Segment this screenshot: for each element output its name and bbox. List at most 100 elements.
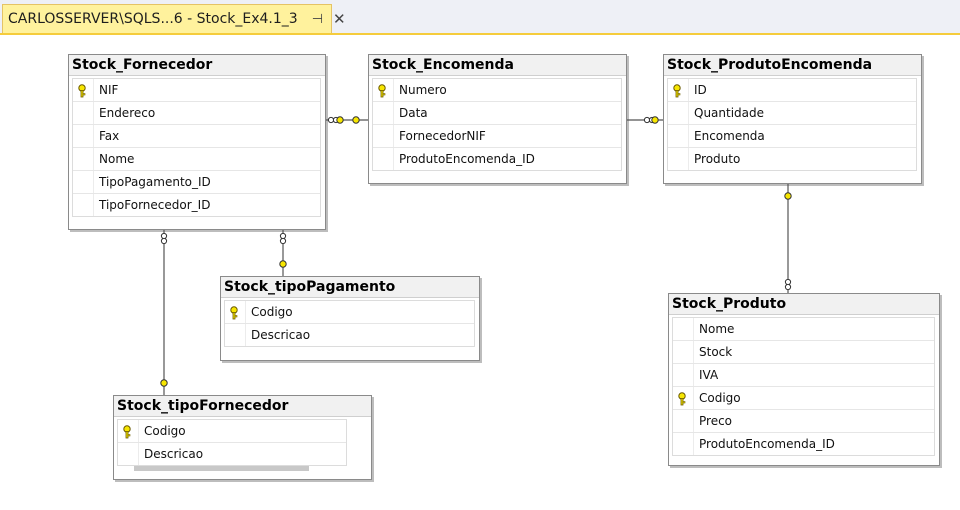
column-name: Nome — [99, 152, 135, 166]
column-row[interactable]: TipoFornecedor_ID — [73, 194, 320, 216]
column-name: Preco — [699, 414, 733, 428]
row-selector[interactable] — [668, 102, 689, 124]
column-row[interactable]: Codigo — [118, 420, 346, 443]
column-row[interactable]: ProdutoEncomenda_ID — [673, 433, 934, 455]
column-row[interactable]: Produto — [668, 148, 916, 170]
table-title: Stock_Fornecedor — [69, 55, 325, 76]
column-row[interactable]: Preco — [673, 410, 934, 433]
column-row[interactable]: Codigo — [673, 387, 934, 410]
row-selector[interactable] — [73, 102, 94, 124]
primary-key-icon — [377, 83, 387, 98]
column-name: TipoPagamento_ID — [99, 175, 211, 189]
row-selector[interactable] — [673, 341, 694, 363]
document-tab-title: CARLOSSERVER\SQLS...6 - Stock_Ex4.1_3 — [8, 11, 298, 27]
row-selector[interactable] — [673, 410, 694, 432]
row-selector[interactable] — [373, 79, 394, 101]
column-name: Descricao — [251, 328, 311, 342]
row-selector[interactable] — [225, 301, 246, 323]
row-selector[interactable] — [73, 79, 94, 101]
column-name: Codigo — [144, 424, 186, 438]
pin-icon[interactable]: ⊣ — [311, 11, 324, 27]
column-row[interactable]: Descricao — [225, 324, 474, 346]
column-name: Fax — [99, 129, 120, 143]
column-row[interactable]: Quantidade — [668, 102, 916, 125]
row-selector[interactable] — [373, 148, 394, 170]
row-selector[interactable] — [73, 125, 94, 147]
column-row[interactable]: IVA — [673, 364, 934, 387]
column-name: Data — [399, 106, 428, 120]
column-name: Numero — [399, 83, 447, 97]
row-selector[interactable] — [73, 148, 94, 170]
column-name: Codigo — [699, 391, 741, 405]
column-name: Codigo — [251, 305, 293, 319]
primary-key-icon — [229, 305, 239, 320]
column-row[interactable]: Fax — [73, 125, 320, 148]
column-name: Descricao — [144, 447, 204, 461]
primary-key-icon — [677, 391, 687, 406]
row-selector[interactable] — [373, 102, 394, 124]
column-name: Stock — [699, 345, 733, 359]
column-name: TipoFornecedor_ID — [99, 198, 211, 212]
column-name: Endereco — [99, 106, 156, 120]
table-title: Stock_ProdutoEncomenda — [664, 55, 921, 76]
table-title: Stock_tipoFornecedor — [114, 396, 371, 417]
column-row[interactable]: Nome — [673, 318, 934, 341]
document-tab[interactable]: CARLOSSERVER\SQLS...6 - Stock_Ex4.1_3 ⊣ … — [2, 4, 346, 33]
row-selector[interactable] — [73, 171, 94, 193]
row-selector[interactable] — [668, 79, 689, 101]
column-row[interactable]: ProdutoEncomenda_ID — [373, 148, 621, 170]
row-selector[interactable] — [118, 420, 139, 442]
table-title: Stock_tipoPagamento — [221, 277, 479, 298]
primary-key-icon — [77, 83, 87, 98]
row-selector[interactable] — [673, 364, 694, 386]
column-row[interactable]: Stock — [673, 341, 934, 364]
column-name: NIF — [99, 83, 119, 97]
horizontal-scrollbar[interactable] — [134, 466, 309, 471]
column-name: Nome — [699, 322, 735, 336]
column-row[interactable]: Descricao — [118, 443, 346, 465]
row-selector[interactable] — [668, 125, 689, 147]
column-row[interactable]: TipoPagamento_ID — [73, 171, 320, 194]
column-row[interactable]: Endereco — [73, 102, 320, 125]
row-selector[interactable] — [225, 324, 246, 346]
row-selector[interactable] — [673, 433, 694, 455]
column-row[interactable]: ID — [668, 79, 916, 102]
column-row[interactable]: Numero — [373, 79, 621, 102]
column-name: IVA — [699, 368, 719, 382]
row-selector[interactable] — [668, 148, 689, 170]
column-row[interactable]: Encomenda — [668, 125, 916, 148]
row-selector[interactable] — [118, 443, 139, 465]
row-selector[interactable] — [73, 194, 94, 216]
column-name: Encomenda — [694, 129, 765, 143]
table-title: Stock_Encomenda — [369, 55, 626, 76]
row-selector[interactable] — [373, 125, 394, 147]
column-name: ProdutoEncomenda_ID — [699, 437, 835, 451]
row-selector[interactable] — [673, 318, 694, 340]
close-icon[interactable]: ✕ — [333, 10, 346, 28]
column-row[interactable]: FornecedorNIF — [373, 125, 621, 148]
primary-key-icon — [672, 83, 682, 98]
row-selector[interactable] — [673, 387, 694, 409]
column-name: Produto — [694, 152, 741, 166]
column-name: FornecedorNIF — [399, 129, 486, 143]
column-row[interactable]: Nome — [73, 148, 320, 171]
column-row[interactable]: Codigo — [225, 301, 474, 324]
column-row[interactable]: NIF — [73, 79, 320, 102]
column-row[interactable]: Data — [373, 102, 621, 125]
primary-key-icon — [122, 424, 132, 439]
table-title: Stock_Produto — [669, 294, 939, 315]
column-name: Quantidade — [694, 106, 765, 120]
document-tab-bar: CARLOSSERVER\SQLS...6 - Stock_Ex4.1_3 ⊣ … — [0, 0, 960, 35]
column-name: ProdutoEncomenda_ID — [399, 152, 535, 166]
